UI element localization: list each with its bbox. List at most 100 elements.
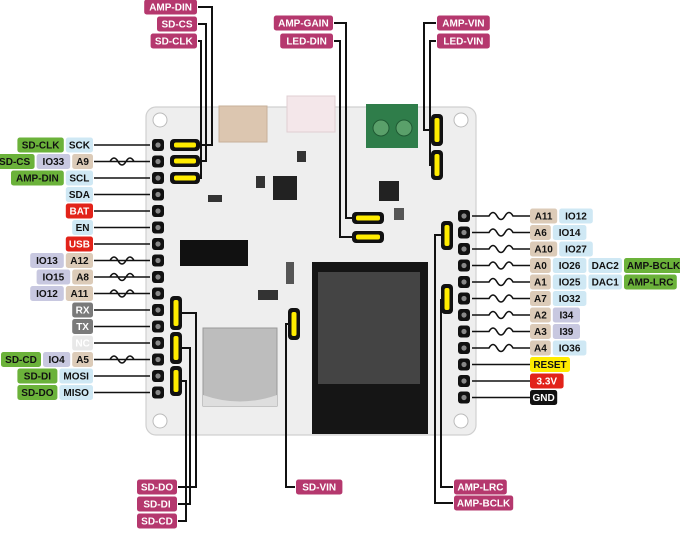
- pin-hole: [155, 241, 161, 247]
- pin-hole: [155, 175, 161, 181]
- led-connector: [286, 95, 336, 133]
- right-analog-label: A11: [535, 212, 553, 223]
- left-gpio-label-bg: [36, 154, 71, 169]
- left-func-label-bg: [11, 170, 64, 186]
- pin-hole: [155, 224, 161, 231]
- screw-2-icon: [395, 119, 413, 137]
- squiggle-wire: [94, 272, 150, 282]
- right-gpio-label: IO25: [559, 278, 581, 289]
- right-analog-label-bg: [530, 274, 551, 290]
- left-pin-label-bg: [72, 319, 93, 334]
- right-dac-label: DAC2: [592, 261, 620, 272]
- left-pin-label: SCK: [69, 141, 91, 152]
- jumper-pad: [174, 175, 196, 181]
- pin-hole: [461, 361, 467, 368]
- squiggle-wire: [472, 261, 530, 270]
- amp-bclk-bottom-label-bg: [454, 495, 514, 511]
- left-func-label-bg: [0, 154, 35, 169]
- wire: [178, 380, 187, 522]
- right-power-label: GND: [532, 393, 554, 404]
- left-pin-label: EN: [76, 223, 90, 234]
- wires: [94, 6, 530, 522]
- amp-bclk-bottom-label: AMP-BCLK: [457, 499, 511, 510]
- amp-gain-top-label-bg: [273, 15, 333, 31]
- wire: [334, 22, 352, 219]
- right-analog-label-bg: [530, 258, 551, 273]
- squiggle-wire: [94, 355, 150, 364]
- right-func-label-bg: [624, 274, 677, 290]
- amp-gain-top-label: AMP-GAIN: [278, 19, 329, 30]
- squiggle-wire: [472, 294, 530, 303]
- left-analog-label-bg: [65, 286, 93, 301]
- left-gpio-label-bg: [30, 286, 64, 301]
- pin-hole: [461, 279, 467, 285]
- mount-hole-tr: [453, 112, 469, 128]
- jumper-pad: [174, 142, 196, 148]
- pin-hole: [461, 328, 467, 335]
- left-analog-label: A11: [71, 289, 89, 300]
- right-gpio-label-bg: [552, 324, 580, 339]
- right-power-label-bg: [530, 373, 564, 389]
- jumper-pad: [434, 154, 440, 176]
- module-shield: [318, 272, 420, 384]
- right-analog-label: A1: [534, 278, 547, 289]
- sd-slot-lip: [203, 395, 277, 406]
- wire: [198, 23, 207, 162]
- squiggle-wire: [472, 327, 530, 336]
- left-analog-label: A12: [70, 256, 89, 267]
- pin-hole: [155, 208, 161, 214]
- pin-hole: [461, 262, 467, 269]
- pin-hole: [461, 345, 467, 351]
- pin-hole: [155, 142, 161, 148]
- sd-do-bottom-label: SD-DO: [141, 483, 173, 494]
- right-analog-label: A3: [534, 327, 547, 338]
- wire: [440, 299, 453, 488]
- wire: [423, 22, 436, 131]
- amp-vin-top-label: AMP-VIN: [442, 19, 484, 30]
- sd-do-bottom-label-bg: [137, 479, 177, 495]
- jumper-pad: [356, 234, 380, 240]
- left-func-label: SD-CLK: [22, 141, 61, 152]
- left-analog-label-bg: [72, 352, 93, 367]
- solder-jumpers: [170, 114, 453, 396]
- pin-hole: [155, 290, 161, 297]
- left-func-label-bg: [17, 385, 58, 400]
- squiggle-wire: [472, 228, 530, 237]
- jumper-pad: [356, 215, 380, 221]
- left-pin-label: SCL: [69, 174, 89, 185]
- right-analog-label: A2: [534, 311, 547, 322]
- pin-hole: [155, 274, 161, 280]
- sd-cd-bottom-label-bg: [137, 513, 177, 529]
- left-analog-label: A5: [76, 355, 89, 366]
- left-pin-label: SDA: [69, 190, 90, 201]
- squiggle-wire: [472, 244, 530, 254]
- led-din-top-label: LED-DIN: [286, 37, 327, 48]
- left-pin-label: BAT: [69, 207, 89, 218]
- led-vin-top-label-bg: [437, 33, 490, 49]
- left-func-label-bg: [1, 352, 41, 367]
- right-func-label: AMP-BCLK: [627, 261, 680, 272]
- wire: [198, 40, 202, 179]
- right-gpio-label-bg: [559, 208, 593, 224]
- left-gpio-label: IO13: [36, 256, 58, 267]
- wire: [334, 40, 352, 238]
- sd-card-slot: [202, 327, 278, 407]
- left-pin-label-bg: [65, 203, 93, 219]
- right-gpio-label: I34: [559, 311, 573, 322]
- left-gpio-label-bg: [30, 253, 64, 268]
- wire: [285, 323, 295, 488]
- left-gpio-label: IO12: [36, 289, 58, 300]
- right-analog-label: A10: [534, 245, 553, 256]
- pin-hole: [461, 312, 467, 318]
- squiggle-wire: [94, 157, 150, 166]
- pin-hole: [155, 373, 161, 379]
- right-dac-label-bg: [588, 274, 622, 290]
- left-pin-label-bg: [72, 335, 93, 351]
- led-din-top-label-bg: [280, 33, 333, 49]
- right-gpio-label-bg: [552, 307, 580, 323]
- pin-hole: [155, 257, 161, 264]
- right-analog-label: A7: [534, 294, 547, 305]
- left-func-label-bg: [17, 368, 58, 384]
- right-analog-label-bg: [530, 307, 551, 323]
- right-analog-label-bg: [530, 291, 551, 306]
